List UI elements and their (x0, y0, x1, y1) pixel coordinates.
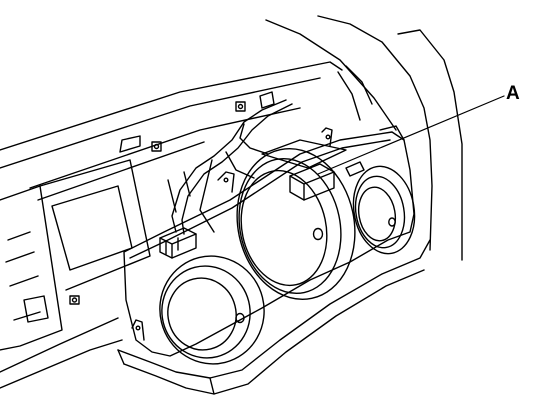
mounting-tab (217, 171, 235, 193)
screw-boss (235, 101, 246, 112)
connectors (159, 139, 365, 259)
screw-head (71, 297, 78, 303)
screw-head (153, 143, 160, 150)
gauge-needle-pivot (235, 312, 245, 324)
side-panel (265, 15, 463, 261)
mounting-tab (131, 319, 145, 341)
screw-boss (69, 295, 80, 305)
right-gauge (352, 165, 416, 255)
mounting-tab (321, 127, 333, 147)
lower-bezel (117, 239, 431, 395)
gauge-needle-pivot (312, 227, 324, 241)
dashboard-panel (0, 61, 343, 389)
center-gauge (236, 147, 356, 301)
screw-head (237, 103, 244, 110)
callout-label-a: A (506, 83, 520, 104)
left-gauge (159, 255, 265, 365)
connector-left (159, 227, 197, 259)
gauge-needle-pivot (388, 217, 396, 227)
callout-a-leader (317, 95, 505, 175)
wiring-harness (171, 99, 293, 235)
screw-boss (151, 141, 162, 152)
connector-a (289, 163, 335, 201)
